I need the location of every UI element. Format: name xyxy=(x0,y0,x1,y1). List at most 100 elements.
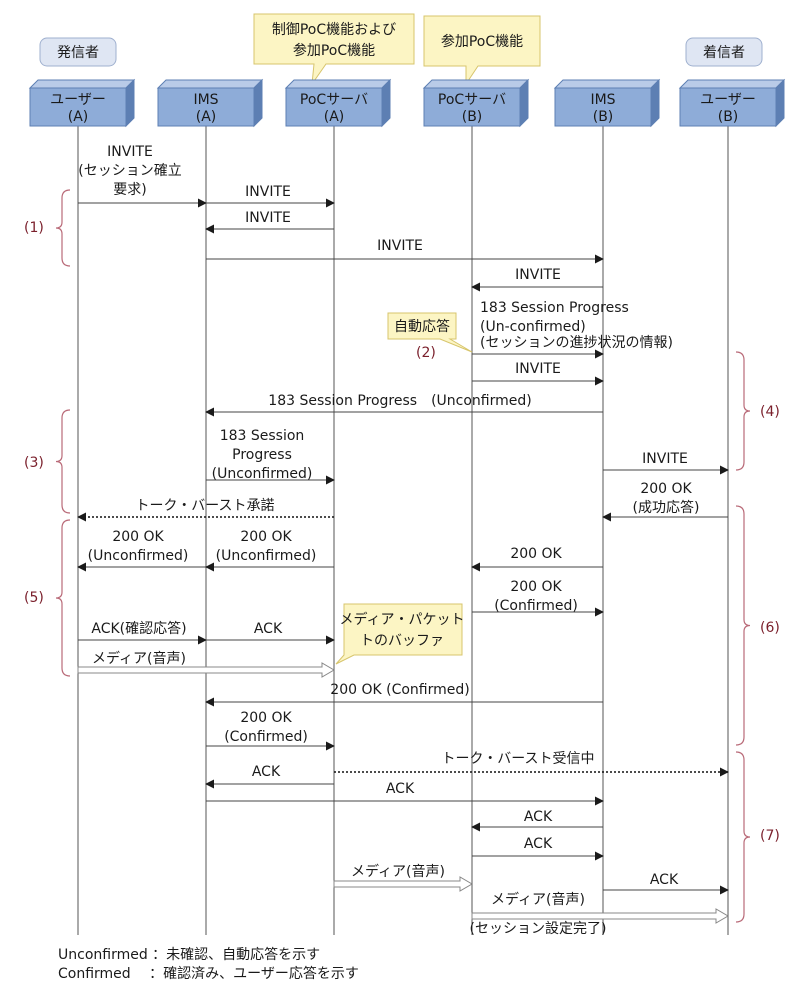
message-label: (Unconfirmed) xyxy=(212,466,313,482)
role-callee: 着信者 xyxy=(685,37,763,67)
message-label: (成功応答) xyxy=(633,499,700,516)
message: INVITE xyxy=(206,184,335,208)
message-label: 183 Session Progress xyxy=(480,300,629,316)
message: ACK xyxy=(206,781,604,806)
message-label: (Un-confirmed) xyxy=(480,319,586,335)
legend-confirmed: Confirmed ：確認済み、ユーザー応答を示す xyxy=(58,965,359,982)
message-label: ACK xyxy=(524,809,553,825)
entity-boxes: ユーザー(A)IMS(A)PoCサーバ(A)PoCサーバ(B)IMS(B)ユーザ… xyxy=(28,78,786,128)
role-caller: 発信者 xyxy=(39,37,117,67)
message-label: (Unconfirmed) xyxy=(88,548,189,564)
message-label: 200 OK xyxy=(640,481,692,497)
group-label: (5) xyxy=(24,590,44,606)
message-label: INVITE xyxy=(245,184,291,200)
entity-box: PoCサーバ(B) xyxy=(422,78,530,128)
message: 200 OK (Confirmed) xyxy=(205,682,603,707)
entity-sub: (B) xyxy=(462,109,483,125)
message: ACK(確認応答) xyxy=(78,620,207,645)
entity-box: ユーザー(A) xyxy=(28,78,136,128)
message-label: ACK xyxy=(252,764,281,780)
group-label: (3) xyxy=(24,455,44,471)
message-label: (Unconfirmed) xyxy=(216,548,317,564)
message: ACK xyxy=(206,621,335,645)
message-label: INVITE xyxy=(107,144,153,160)
message-label: INVITE xyxy=(642,451,688,467)
media-arrow xyxy=(77,662,335,678)
entity-name: PoCサーバ xyxy=(300,92,368,108)
message-label: ACK(確認応答) xyxy=(91,620,186,637)
message: 200 OK (Confirmed) xyxy=(472,579,604,617)
legend-unconfirmed: Unconfirmed ：未確認、自動応答を示す xyxy=(58,946,320,963)
message-label: ACK xyxy=(524,836,553,852)
message: INVITE xyxy=(603,451,729,475)
media-arrow xyxy=(471,908,729,924)
entity-name: IMS xyxy=(590,92,615,108)
message: INVITE xyxy=(472,361,604,386)
message: 200 OK(Unconfirmed) xyxy=(205,529,334,572)
message: ACK xyxy=(472,836,604,861)
message: 200 OK (Confirmed) xyxy=(206,710,335,751)
entity-box: IMS(A) xyxy=(156,78,264,128)
message-label: INVITE xyxy=(515,361,561,377)
message-label: INVITE xyxy=(377,238,423,254)
group-label: (6) xyxy=(760,620,780,636)
message-label: (セッション設定完了) xyxy=(470,921,607,937)
svg-text:トのバッファ: トのバッファ xyxy=(360,633,444,649)
group-label: (2) xyxy=(416,345,436,361)
entity-name: ユーザー xyxy=(50,92,106,108)
message: メディア(音声) xyxy=(471,891,729,924)
message: INVITE xyxy=(471,267,603,292)
message-label: INVITE xyxy=(245,210,291,226)
message: 200 OK(Unconfirmed) xyxy=(77,529,206,572)
message-label: メディア(音声) xyxy=(351,863,445,880)
callout-media-buffer: メディア・パケット トのバッファ xyxy=(335,603,465,665)
entity-sub: (A) xyxy=(324,109,345,125)
svg-text:制御PoC機能および: 制御PoC機能および xyxy=(272,22,396,38)
message-label: (Confirmed) xyxy=(494,598,578,614)
callout-participant-poc: 参加PoC機能 xyxy=(423,15,541,86)
message: INVITE xyxy=(205,210,334,234)
entity-sub: (A) xyxy=(196,109,217,125)
entity-box: PoCサーバ(A) xyxy=(284,78,392,128)
entity-name: IMS xyxy=(193,92,218,108)
message: メディア(音声) xyxy=(333,863,473,892)
entity-name: PoCサーバ xyxy=(438,92,506,108)
message-label: (セッションの進捗状況の情報) xyxy=(480,335,673,351)
svg-text:参加PoC機能: 参加PoC機能 xyxy=(441,33,523,50)
message-label: 要求) xyxy=(113,182,146,198)
entity-box: IMS(B) xyxy=(553,78,661,128)
group-label: (1) xyxy=(24,220,44,236)
message-label: INVITE xyxy=(515,267,561,283)
message: (セッション設定完了) xyxy=(470,921,607,937)
svg-text:自動応答: 自動応答 xyxy=(394,318,450,335)
message-label: 183 Session Progress (Unconfirmed) xyxy=(268,393,531,409)
message-label: 183 Session xyxy=(220,428,305,444)
message: ACK xyxy=(603,872,729,895)
message: ACK xyxy=(205,764,334,789)
message-label: ACK xyxy=(650,872,679,888)
message-label: 200 OK xyxy=(240,710,292,726)
message: 183 Session Progress (Un-confirmed)(セッション… xyxy=(472,300,673,359)
svg-text:メディア・パケット: メディア・パケット xyxy=(339,611,464,628)
message-label: メディア(音声) xyxy=(92,650,186,667)
message: トーク・バースト受信中 xyxy=(334,751,729,777)
message-label: 200 OK (Confirmed) xyxy=(330,682,469,698)
message-label: 200 OK xyxy=(510,579,562,595)
message: ACK xyxy=(471,809,603,832)
svg-text:発信者: 発信者 xyxy=(57,45,99,61)
group-bracket: (4) xyxy=(735,351,780,471)
group-bracket: (1) xyxy=(24,189,71,267)
callout-auto-answer: 自動応答 xyxy=(387,312,473,353)
message-label: ACK xyxy=(386,781,415,797)
message: トーク・バースト承諾 xyxy=(77,498,334,522)
messages: INVITE(セッション確立要求)INVITEINVITEINVITEINVIT… xyxy=(77,144,729,937)
group-label: (7) xyxy=(760,828,780,844)
message: INVITE xyxy=(206,238,604,264)
entity-box: ユーザー(B) xyxy=(678,78,786,128)
message: 200 OK xyxy=(471,546,603,572)
media-arrow xyxy=(333,876,473,892)
message-label: (Confirmed) xyxy=(224,729,308,745)
